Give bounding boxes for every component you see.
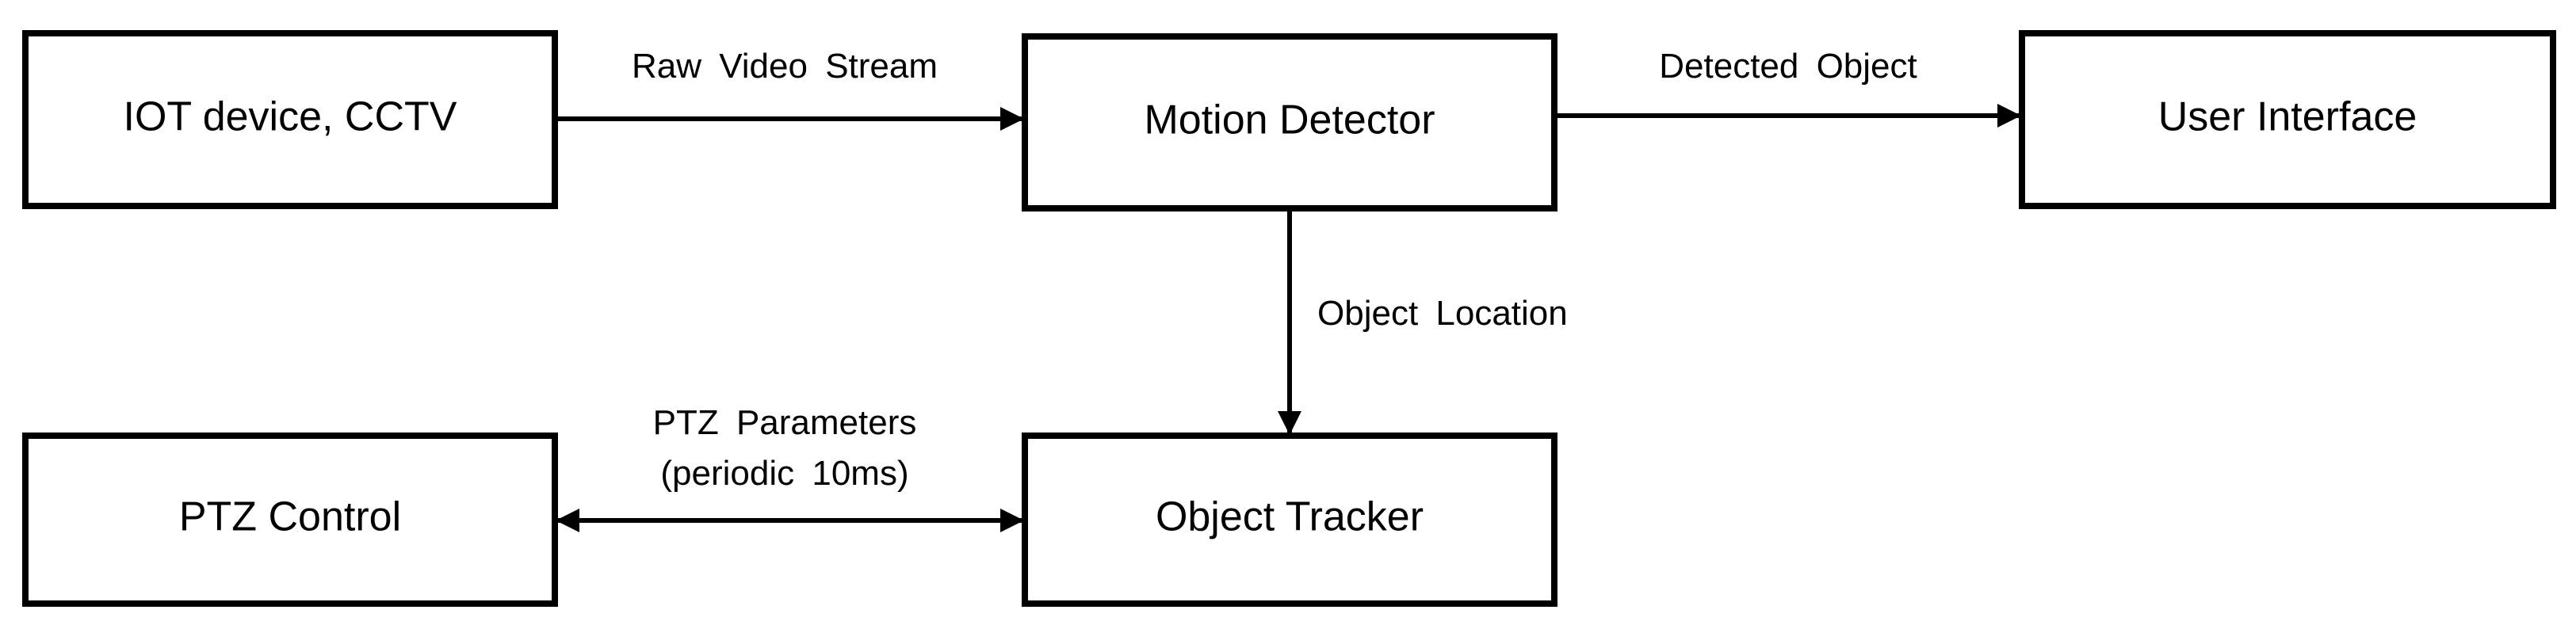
node-ptz-control-label: PTZ Control: [179, 494, 401, 540]
edge-raw-video-stream-label: Raw Video Stream: [632, 47, 938, 86]
node-iot-device-label: IOT device, CCTV: [124, 94, 457, 140]
node-user-interface-label: User Interface: [2158, 94, 2417, 140]
edge-raw-video-stream: Raw Video Stream: [558, 47, 1024, 131]
edge-ptz-parameters-label-line2: (periodic 10ms): [660, 454, 908, 493]
edge-object-location-label: Object Location: [1317, 294, 1568, 333]
edge-object-location: Object Location: [1278, 212, 1568, 435]
node-ptz-control: PTZ Control: [22, 433, 558, 607]
node-user-interface: User Interface: [2019, 30, 2556, 209]
edge-detected-object: Detected Object: [1557, 47, 2021, 128]
node-motion-detector-label: Motion Detector: [1144, 97, 1435, 143]
edge-ptz-parameters-label-line1: PTZ Parameters: [653, 403, 917, 442]
node-iot-device: IOT device, CCTV: [22, 30, 558, 209]
edge-detected-object-label: Detected Object: [1659, 47, 1917, 86]
edge-ptz-parameters: PTZ Parameters (periodic 10ms): [556, 403, 1024, 532]
node-motion-detector: Motion Detector: [1022, 33, 1557, 212]
node-object-tracker-label: Object Tracker: [1156, 494, 1424, 540]
node-object-tracker: Object Tracker: [1022, 433, 1557, 607]
